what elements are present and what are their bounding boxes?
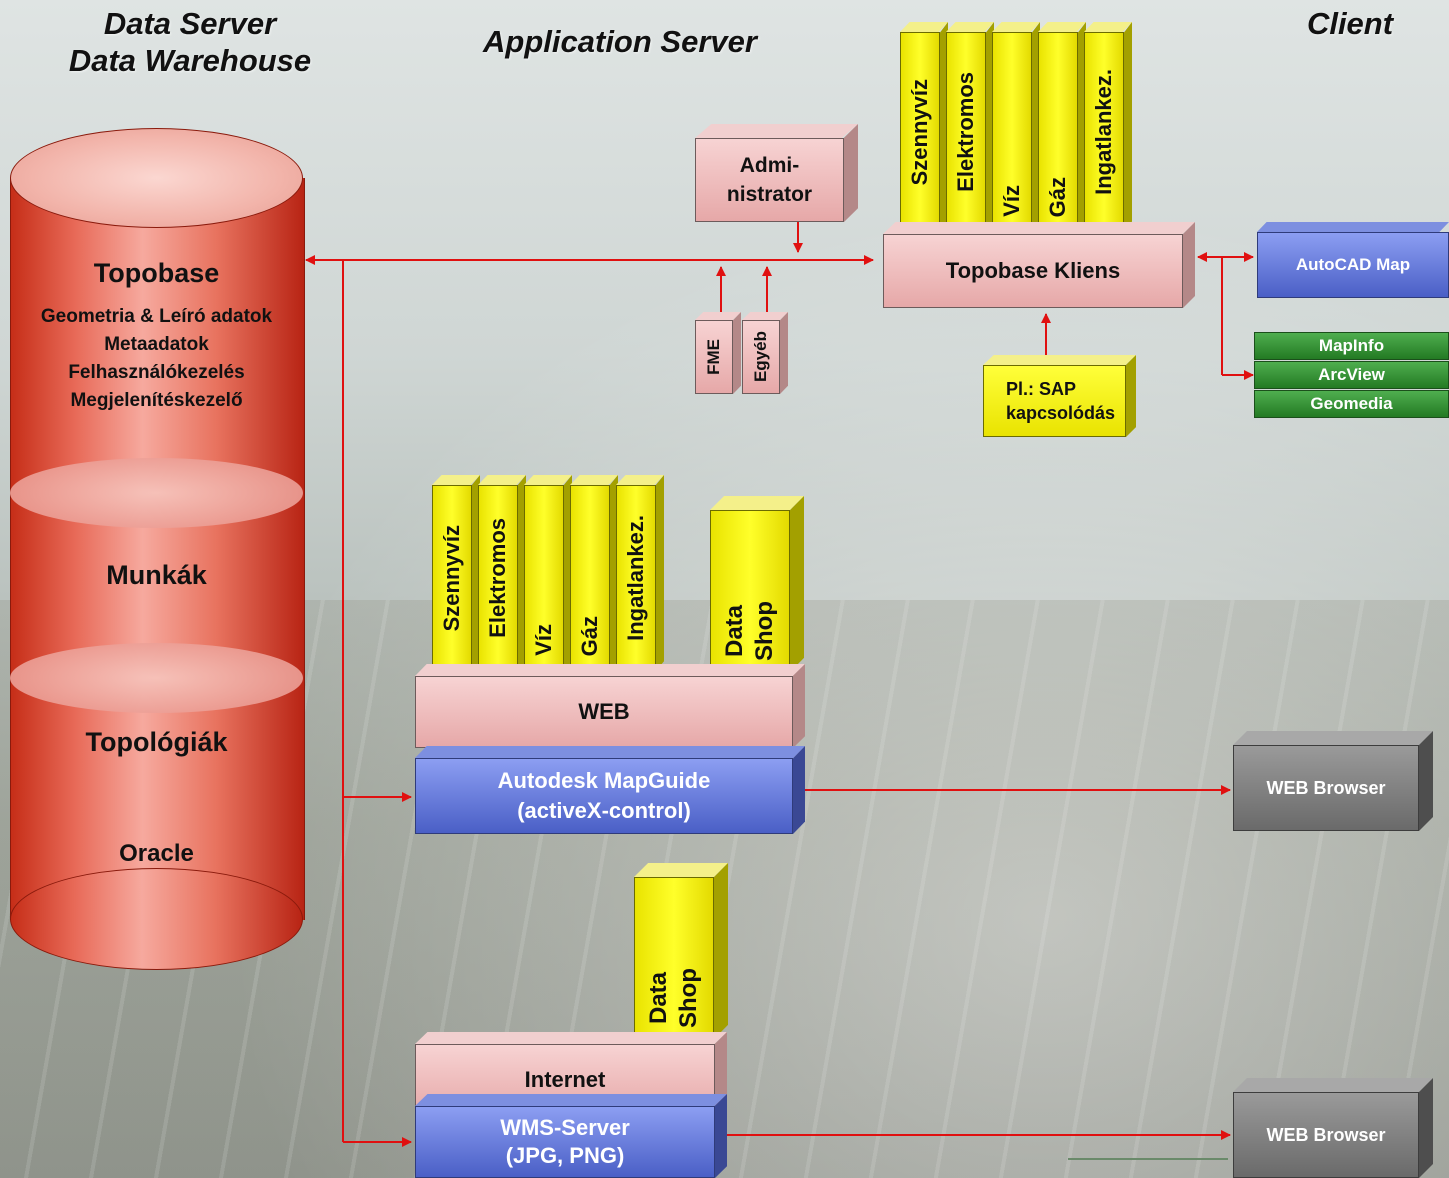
internet-datashop-line1: Data [645,971,672,1025]
web-module-gaz-label: Gáz [577,615,602,656]
topobase-client-box: Topobase Kliens [883,222,1195,308]
web-module-viz-label: Víz [531,624,556,656]
fme-box: FME [695,312,741,394]
tbk-module-szennyviz: Szennyvíz [900,22,948,232]
web-browser-box-2: WEB Browser [1233,1078,1433,1178]
tbk-module-viz: Víz [992,22,1040,232]
internet-datashop-box: Data Shop [634,863,728,1039]
autocad-map-box: AutoCAD Map [1257,222,1449,298]
sap-line2: kapcsolódás [1006,403,1116,423]
fme-label: FME [704,339,723,375]
database-line-geometria: Geometria & Leíró adatok [40,306,273,327]
web-module-gaz: Gáz [570,475,618,671]
wms-server-box: WMS-Server (JPG, PNG) [415,1094,727,1178]
database-section-topologiak: Topológiák [85,727,228,757]
internet-datashop-line2: Shop [675,968,702,1028]
mapguide-line2: (activeX-control) [517,798,691,823]
tbk-module-elektromos-label: Elektromos [953,72,978,192]
administrator-box: Admi- nistrator [695,124,858,222]
decorative-line [1068,1158,1228,1160]
geomedia-label: Geomedia [1310,394,1393,413]
cylinder-band-topologiak [10,643,303,713]
web-browser-label-1: WEB Browser [1266,777,1386,798]
tbk-module-gaz: Gáz [1038,22,1086,232]
web-module-viz: Víz [524,475,572,671]
web-datashop-line1: Data [721,604,748,658]
database-line-felhasznalo: Felhasználókezelés [68,362,245,383]
wms-line2: (JPG, PNG) [505,1143,625,1168]
autocad-map-label: AutoCAD Map [1295,255,1411,274]
web-datashop-line2: Shop [751,601,778,661]
web-module-ingatlankez: Ingatlankez. [616,475,664,671]
tbk-module-szennyviz-label: Szennyvíz [907,78,932,186]
web-module-ingatlankez-label: Ingatlankez. [623,515,648,641]
web-browser-label-2: WEB Browser [1266,1124,1386,1145]
web-browser-box-1: WEB Browser [1233,731,1433,831]
geomedia-button: Geomedia [1254,390,1449,418]
database-section-oracle: Oracle [119,840,194,867]
database-line-metaadatok: Metaadatok [104,334,209,355]
web-module-elektromos-label: Elektromos [485,518,510,638]
database-line-megjelenites: Megjelenítéskezelő [70,390,243,411]
tbk-module-ingatlankez: Ingatlankez. [1084,22,1132,232]
wms-line1: WMS-Server [500,1115,630,1140]
header-data-server-line: Data Server [103,6,277,41]
administrator-line2: nistrator [726,183,813,206]
mapinfo-label: MapInfo [1318,336,1385,355]
sap-line1: Pl.: SAP [1006,379,1077,399]
web-box: WEB [415,664,805,748]
header-application-server: Application Server [483,24,757,59]
web-module-szennyviz-label: Szennyvíz [439,524,464,632]
internet-label: Internet [524,1067,606,1092]
mapguide-line1: Autodesk MapGuide [497,768,711,793]
web-datashop-box: Data Shop [710,496,804,672]
header-data-server: Data Server Data Warehouse [40,5,340,79]
database-cylinder-top [10,128,303,228]
tbk-module-gaz-label: Gáz [1045,176,1070,217]
administrator-line1: Admi- [739,154,800,177]
sap-connection-box: Pl.: SAP kapcsolódás [983,355,1136,437]
arcview-button: ArcView [1254,361,1449,389]
header-client: Client [1306,6,1394,41]
tbk-module-elektromos: Elektromos [946,22,994,232]
web-label: WEB [578,699,630,724]
topobase-client-label: Topobase Kliens [945,258,1121,283]
cylinder-band-munkak [10,458,303,528]
mapguide-box: Autodesk MapGuide (activeX-control) [415,746,805,834]
database-cylinder-bottom [10,868,303,970]
tbk-module-viz-label: Víz [999,185,1024,217]
tbk-module-ingatlankez-label: Ingatlankez. [1091,69,1116,195]
arcview-label: ArcView [1318,365,1385,384]
database-title: Topobase [93,258,220,288]
header-data-warehouse-line: Data Warehouse [68,43,312,78]
database-cylinder [10,178,305,920]
web-module-szennyviz: Szennyvíz [432,475,480,671]
mapinfo-button: MapInfo [1254,332,1449,360]
web-module-elektromos: Elektromos [478,475,526,671]
egyeb-label: Egyéb [751,331,770,383]
egyeb-box: Egyéb [742,312,788,394]
database-section-munkak: Munkák [106,560,207,590]
